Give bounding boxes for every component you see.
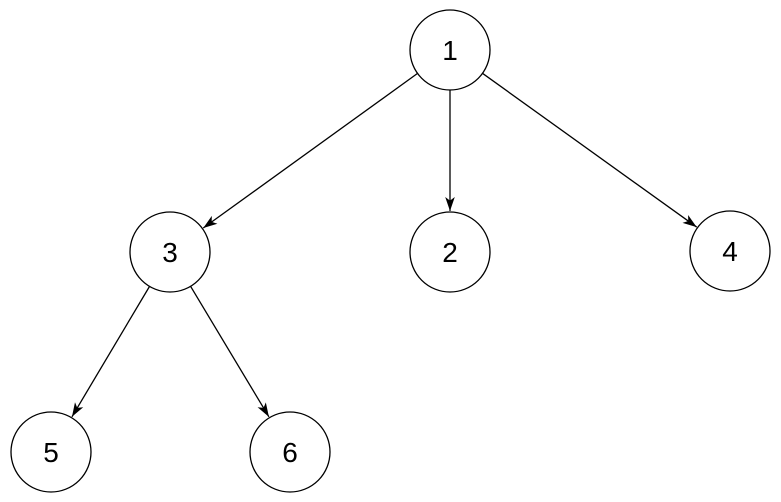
node-circle-2 [409, 211, 491, 293]
edge-3-5 [71, 286, 151, 418]
node-label-1: 1 [442, 35, 458, 66]
edge-1-3 [202, 72, 418, 229]
edge-1-4 [482, 72, 698, 228]
nodes-layer: 1 3 2 4 5 6 [10, 9, 771, 493]
edge-3-6 [190, 285, 270, 418]
node-label-6: 6 [282, 437, 298, 468]
node-label-3: 3 [162, 237, 178, 268]
node-circle-6 [249, 411, 331, 493]
node-label-4: 4 [722, 236, 738, 267]
node-label-5: 5 [43, 437, 59, 468]
node-circle-4 [689, 210, 771, 292]
node-circle-1 [409, 9, 491, 91]
node-circle-3 [129, 211, 211, 293]
node-label-2: 2 [442, 237, 458, 268]
edges-layer [71, 72, 698, 418]
node-circle-5 [10, 411, 92, 493]
